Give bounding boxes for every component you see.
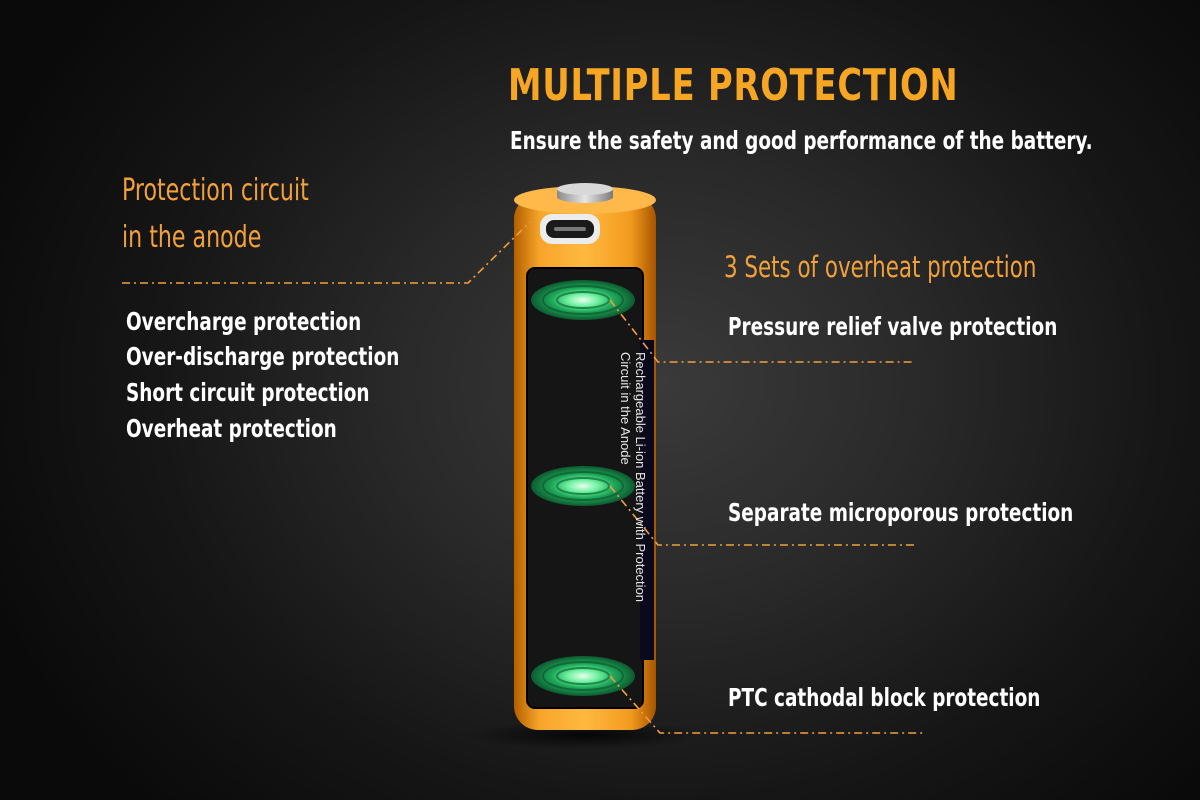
leader-line-anode (122, 221, 531, 284)
battery-label: Rechargeable Li-ion Battery with Protect… (618, 352, 648, 602)
leader-line-separate (609, 485, 915, 546)
protection-ring-top (531, 280, 635, 320)
right-item-pressure-relief: Pressure relief valve protection (728, 312, 1058, 341)
left-title-line1: Protection circuit (122, 173, 309, 208)
left-title-line2: in the anode (122, 220, 262, 255)
left-item-overcharge: Overcharge protection (126, 307, 362, 336)
leader-line-pressure (609, 299, 915, 363)
leader-line-ptc (609, 675, 925, 734)
right-item-ptc: PTC cathodal block protection (728, 683, 1041, 712)
protection-ring-bottom (531, 656, 635, 696)
right-item-microporous: Separate microporous protection (728, 498, 1074, 527)
leader-lines (122, 221, 925, 734)
page-subtitle: Ensure the safety and good performance o… (510, 126, 1093, 155)
right-title: 3 Sets of overheat protection (724, 250, 1037, 284)
battery-shadow (465, 721, 705, 749)
left-item-over-discharge: Over-discharge protection (126, 342, 400, 371)
battery-label-line2: Circuit in the Anode (618, 352, 633, 465)
battery-label-line1: Rechargeable Li-ion Battery with Protect… (633, 352, 648, 603)
left-item-overheat: Overheat protection (126, 414, 337, 443)
page-title: MULTIPLE PROTECTION (508, 60, 959, 111)
protection-ring-middle (531, 466, 635, 506)
left-item-short-circuit: Short circuit protection (126, 378, 370, 407)
